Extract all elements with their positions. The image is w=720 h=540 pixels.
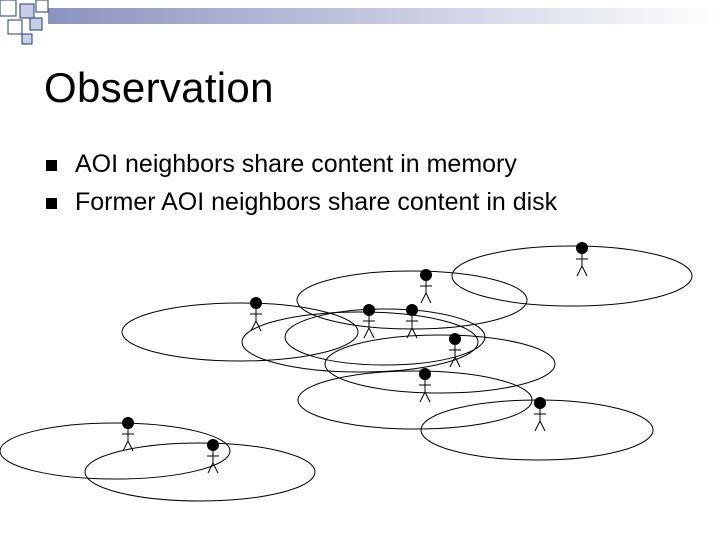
slide-title: Observation: [44, 64, 274, 111]
person-icon: [533, 396, 547, 432]
aoi-circle: [0, 422, 231, 480]
deco-square: [0, 0, 17, 17]
person-icon: [121, 416, 135, 452]
person-icon: [362, 303, 376, 339]
deco-square: [19, 3, 35, 19]
deco-square: [21, 33, 33, 45]
aoi-circle: [121, 302, 359, 362]
aoi-diagram: [0, 241, 693, 502]
square-bullet-icon: [46, 160, 57, 171]
header-bar: [48, 8, 720, 24]
aoi-circle: [84, 442, 316, 502]
person-icon: [418, 367, 432, 403]
square-bullet-icon: [46, 198, 57, 209]
bullet-text: Former AOI neighbors share content in di…: [75, 188, 558, 216]
aoi-circle: [241, 311, 479, 373]
bullet-list: AOI neighbors share content in memory Fo…: [44, 145, 557, 221]
aoi-circle: [420, 399, 654, 461]
deco-square: [35, 0, 49, 13]
aoi-circle: [297, 370, 533, 430]
bullet-text: AOI neighbors share content in memory: [75, 150, 517, 178]
deco-square: [7, 19, 23, 35]
person-icon: [448, 332, 462, 368]
aoi-circle: [324, 334, 556, 394]
header-decoration: [0, 0, 720, 45]
person-icon: [206, 438, 220, 474]
person-icon: [419, 268, 433, 304]
person-icon: [575, 241, 589, 277]
bullet-item: AOI neighbors share content in memory: [44, 145, 557, 183]
deco-square: [29, 17, 43, 31]
person-icon: [405, 303, 419, 339]
bullet-item: Former AOI neighbors share content in di…: [44, 183, 557, 221]
aoi-circle: [451, 245, 693, 307]
